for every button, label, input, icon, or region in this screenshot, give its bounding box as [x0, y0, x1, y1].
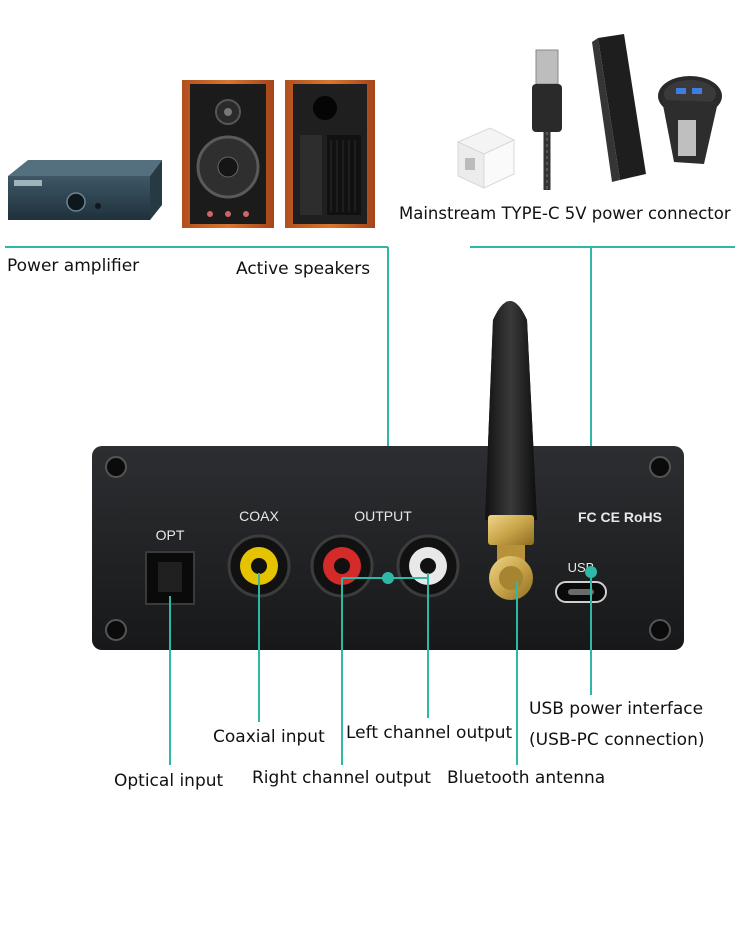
right-channel-output-label: Right channel output	[252, 768, 431, 788]
coaxial-input-label: Coaxial input	[213, 727, 325, 747]
power-amplifier-label: Power amplifier	[7, 256, 140, 276]
active-speakers-label: Active speakers	[236, 259, 371, 279]
certification-marks: FC CE RoHS	[578, 509, 662, 525]
optical-input-label: Optical input	[114, 771, 224, 791]
opt-label: OPT	[156, 527, 185, 543]
power-sources-image	[456, 34, 722, 190]
power-connector-label: Mainstream TYPE-C 5V power connector	[399, 204, 731, 223]
device-back-panel	[92, 301, 684, 650]
left-channel-output-label: Left channel output	[346, 723, 513, 743]
usb-power-interface-label: USB power interface	[529, 699, 704, 719]
connection-dots	[382, 566, 597, 584]
bluetooth-antenna-label: Bluetooth antenna	[447, 768, 606, 788]
power-amplifier-image	[8, 160, 162, 220]
coax-label: COAX	[239, 508, 279, 524]
usb-pc-connection-label: (USB-PC connection)	[529, 730, 705, 750]
output-label: OUTPUT	[354, 508, 412, 524]
callout-leader-lines	[169, 572, 592, 765]
active-speakers-image	[182, 80, 375, 228]
